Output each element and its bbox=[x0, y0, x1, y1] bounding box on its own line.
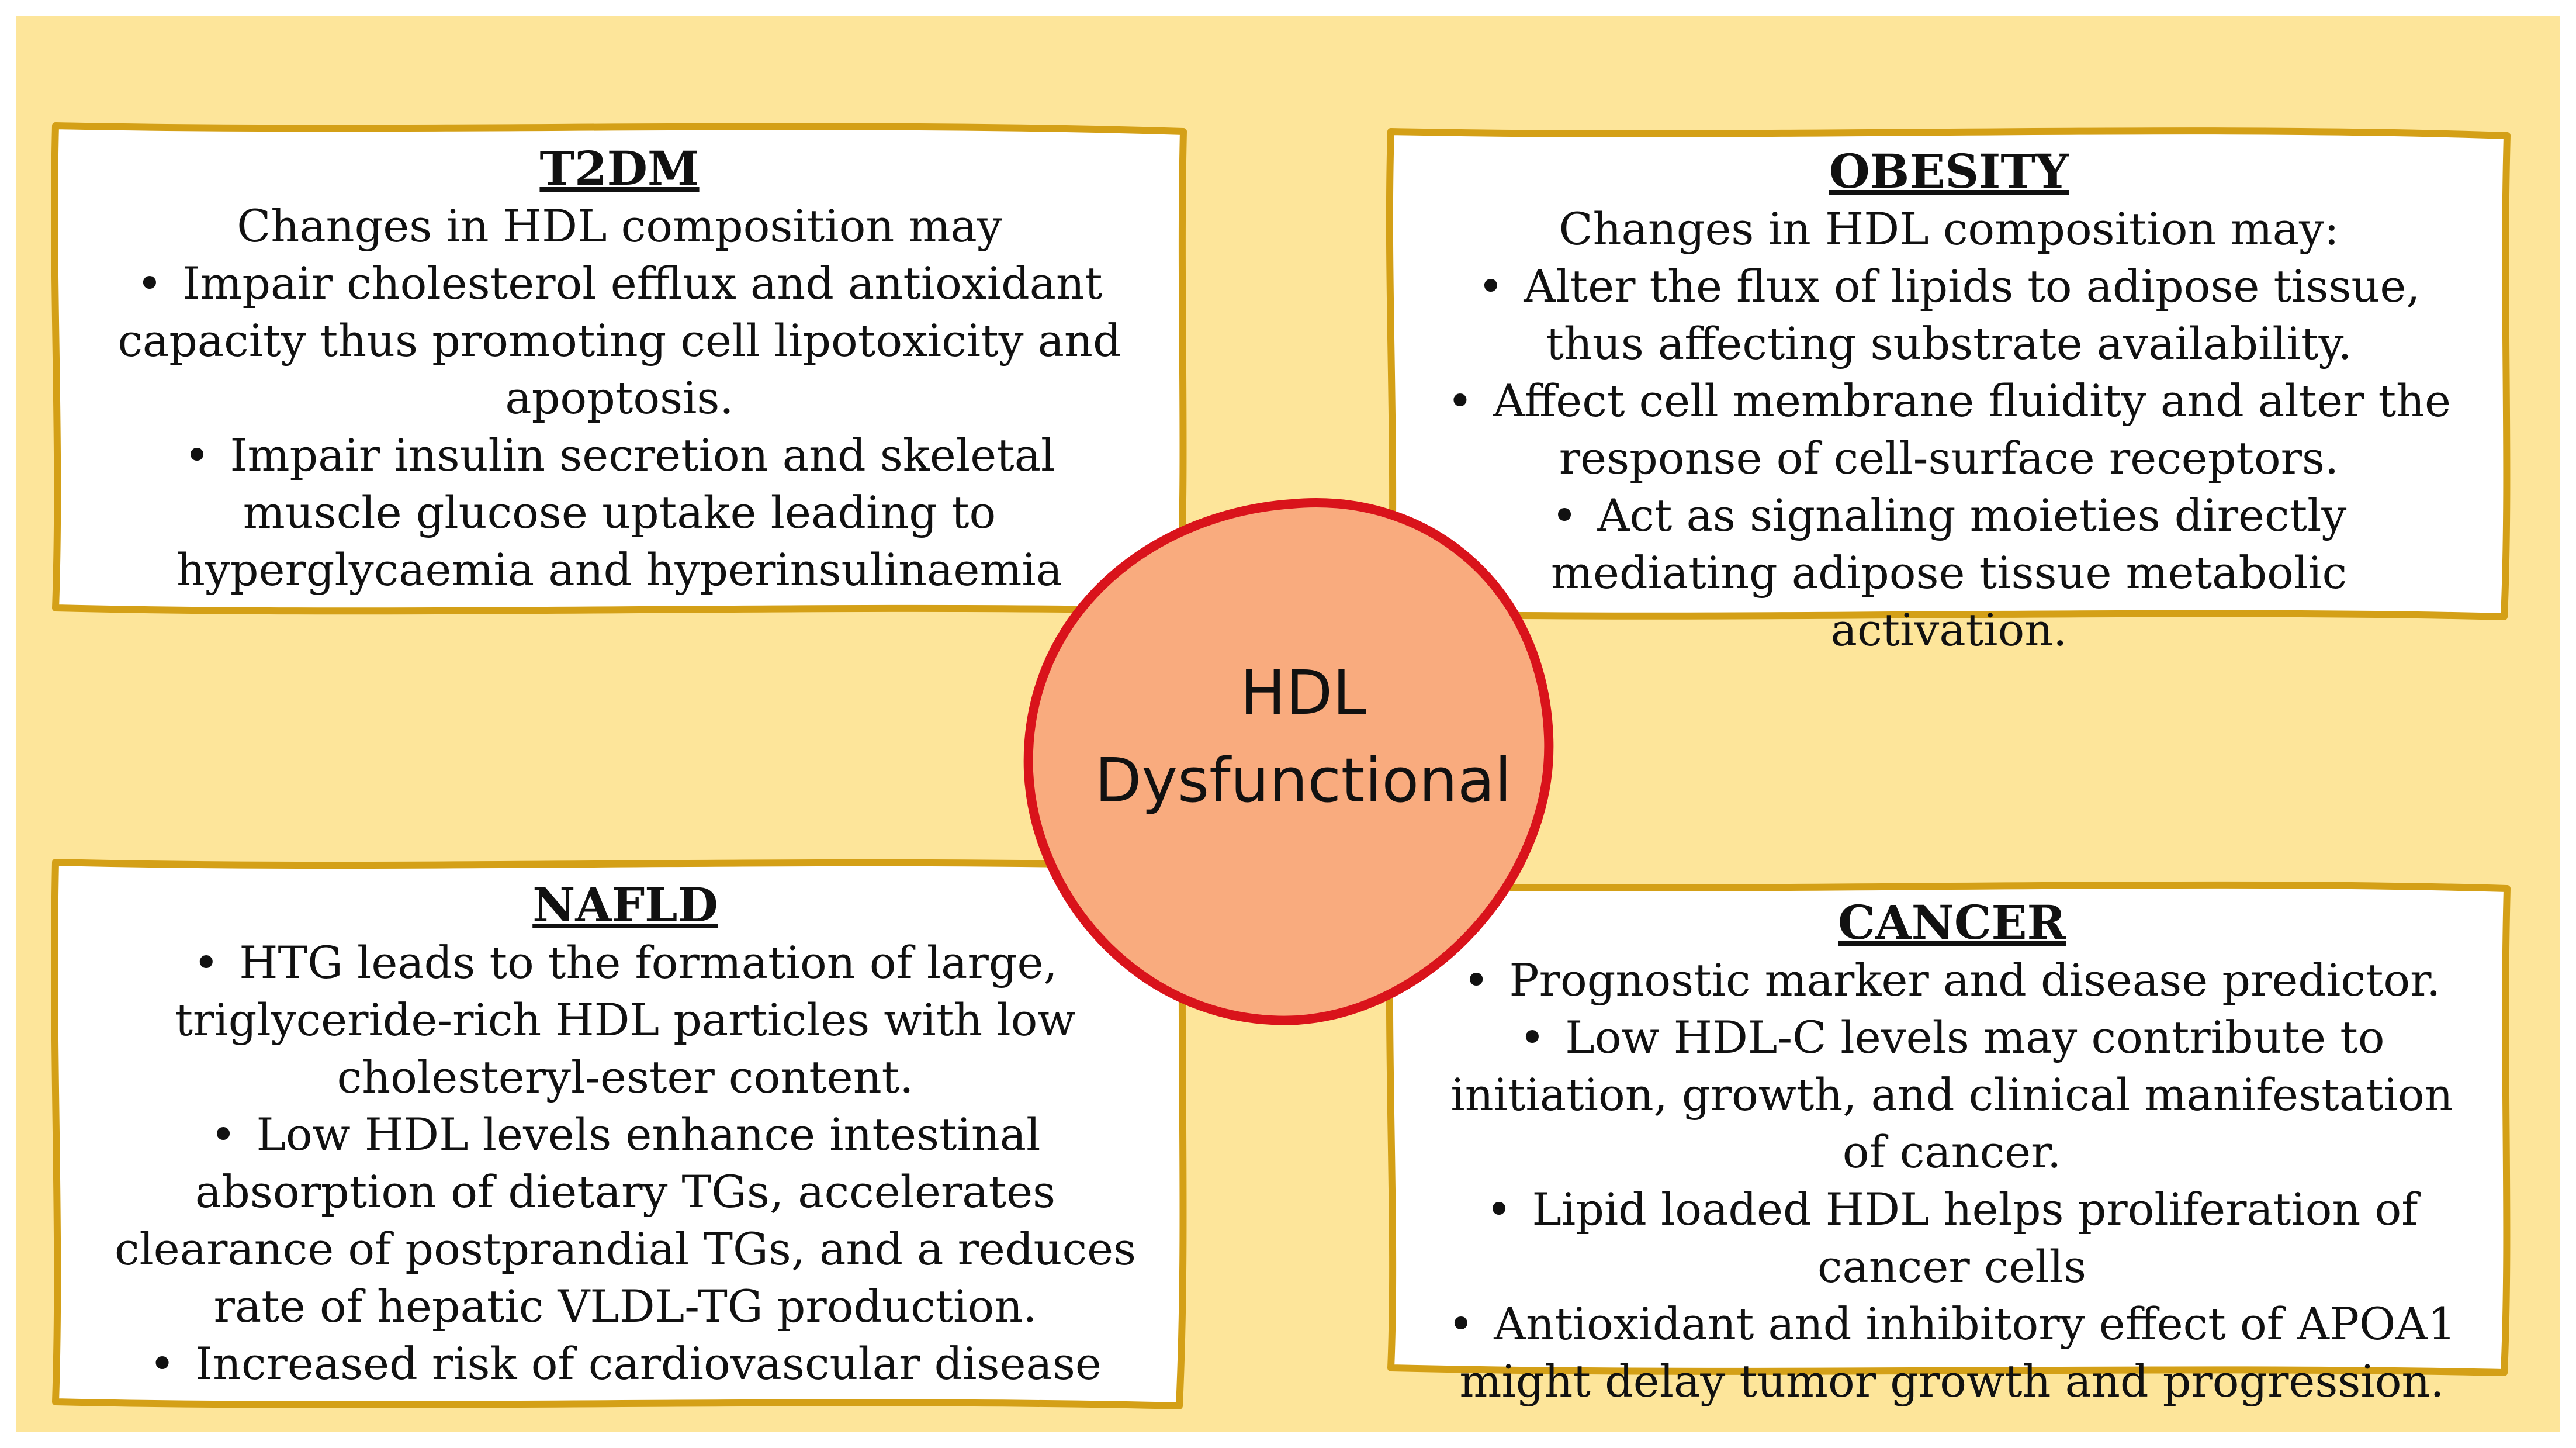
t2dm-bullet: •Impair cholesterol efflux and antioxida… bbox=[117, 257, 1121, 424]
obesity-bullet-text: Alter the flux of lipids to adipose tiss… bbox=[1524, 260, 2421, 369]
obesity-intro: Changes in HDL composition may: bbox=[1559, 203, 2339, 255]
t2dm-title: T2DM bbox=[539, 141, 700, 196]
obesity-title: OBESITY bbox=[1829, 144, 2069, 199]
obesity-panel: OBESITY Changes in HDL composition may: … bbox=[1432, 143, 2466, 659]
hdl-circle bbox=[1023, 498, 1554, 1025]
cancer-bullet-text: Antioxidant and inhibitory effect of APO… bbox=[1459, 1298, 2456, 1407]
cancer-bullet-text: Low HDL-C levels may contribute to initi… bbox=[1450, 1011, 2453, 1178]
nafld-bullet-text: HTG leads to the formation of large, tri… bbox=[175, 936, 1076, 1103]
obesity-bullet-text: Act as signaling moieties directly media… bbox=[1550, 489, 2348, 656]
cancer-bullet: •Antioxidant and inhibitory effect of AP… bbox=[1448, 1298, 2456, 1407]
cancer-bullet-text: Lipid loaded HDL helps proliferation of … bbox=[1532, 1183, 2418, 1293]
t2dm-bullet-text: Impair insulin secretion and skeletal mu… bbox=[176, 429, 1063, 596]
center-label-line2: Dysfunctional bbox=[1095, 745, 1512, 816]
cancer-title: CANCER bbox=[1838, 895, 2066, 950]
cancer-panel: CANCER •Prognostic marker and disease pr… bbox=[1426, 894, 2478, 1410]
obesity-bullet: •Alter the flux of lipids to adipose tis… bbox=[1477, 260, 2421, 369]
cancer-bullet-text: Prognostic marker and disease predictor. bbox=[1509, 954, 2441, 1006]
center-label-line1: HDL bbox=[1239, 657, 1367, 728]
t2dm-bullet: •Impair insulin secretion and skeletal m… bbox=[176, 429, 1063, 596]
nafld-bullet-text: Low HDL levels enhance intestinal absorp… bbox=[114, 1108, 1137, 1332]
cancer-bullet-list: •Prognostic marker and disease predictor… bbox=[1426, 952, 2478, 1410]
cancer-bullet: •Lipid loaded HDL helps proliferation of… bbox=[1486, 1183, 2418, 1293]
nafld-bullet-list: •HTG leads to the formation of large, tr… bbox=[99, 934, 1151, 1392]
obesity-bullet: •Act as signaling moieties directly medi… bbox=[1550, 489, 2348, 656]
t2dm-bullet-list: •Impair cholesterol efflux and antioxida… bbox=[117, 255, 1122, 599]
t2dm-bullet-text: Impair cholesterol efflux and antioxidan… bbox=[117, 257, 1121, 424]
nafld-title: NAFLD bbox=[532, 877, 718, 932]
nafld-bullet-text: Increased risk of cardiovascular disease bbox=[195, 1338, 1102, 1390]
cancer-bullet: •Low HDL-C levels may contribute to init… bbox=[1450, 1011, 2453, 1178]
nafld-bullet: •Increased risk of cardiovascular diseas… bbox=[149, 1338, 1102, 1390]
nafld-bullet: •Low HDL levels enhance intestinal absor… bbox=[114, 1108, 1137, 1332]
cancer-box bbox=[1386, 881, 2511, 1376]
obesity-bullet-text: Affect cell membrane fluidity and alter … bbox=[1493, 375, 2452, 484]
t2dm-intro: Changes in HDL composition may bbox=[237, 200, 1002, 252]
t2dm-panel: T2DM Changes in HDL composition may •Imp… bbox=[117, 140, 1122, 599]
obesity-bullet: •Affect cell membrane fluidity and alter… bbox=[1446, 375, 2452, 484]
nafld-box bbox=[51, 859, 1187, 1409]
center-label: HDL Dysfunctional bbox=[1029, 649, 1578, 824]
nafld-bullet: •HTG leads to the formation of large, tr… bbox=[175, 936, 1076, 1103]
nafld-panel: NAFLD •HTG leads to the formation of lar… bbox=[99, 877, 1151, 1392]
obesity-bullet-list: •Alter the flux of lipids to adipose tis… bbox=[1432, 258, 2466, 659]
cancer-bullet: •Prognostic marker and disease predictor… bbox=[1463, 954, 2441, 1006]
